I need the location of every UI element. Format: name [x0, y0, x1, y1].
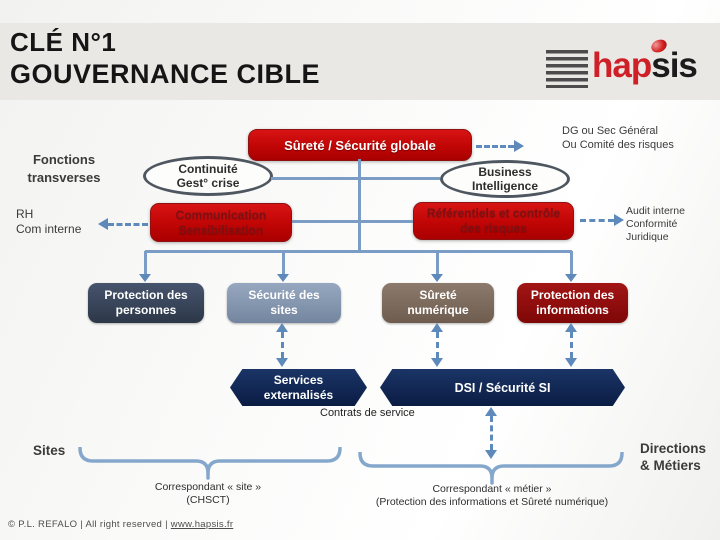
ellipse-continuite: Continuité Gest° crise: [143, 156, 273, 196]
arrow-ref-to-audit: [580, 214, 624, 226]
copyright-text: © P.L. REFALO | All right reserved |: [8, 519, 171, 530]
hex-dsi-securite-si: DSI / Sécurité SI: [380, 369, 625, 406]
hapsis-link[interactable]: www.hapsis.fr: [170, 519, 234, 530]
pillar-surete-numerique: Sûreté numérique: [382, 283, 494, 323]
hapsis-logo: hapsis: [546, 37, 706, 94]
connector-red-boxes: [292, 220, 413, 223]
arrow-numerique-dsi: [431, 323, 443, 367]
brace-directions: [358, 452, 624, 485]
audit-note: Audit interne Conformité Juridique: [626, 205, 685, 243]
logo-wordmark: hapsis: [592, 46, 698, 86]
pillar-securite-sites: Sécurité des sites: [227, 283, 341, 323]
drop-arrow-numerique: [431, 251, 443, 282]
pillar-protection-informations: Protection des informations: [517, 283, 628, 323]
arrow-dsi-directions: [485, 407, 497, 459]
ellipse-business-intelligence: Business Intelligence: [440, 160, 570, 198]
footer-copyright: © P.L. REFALO | All right reserved | www…: [8, 519, 233, 530]
connector-center-vertical: [358, 159, 361, 251]
connector-distribution: [145, 250, 572, 253]
drop-arrow-informations: [565, 251, 577, 282]
correspondant-site-note: Correspondant « site » (CHSCT): [154, 481, 262, 506]
connector-ellipses: [271, 177, 440, 180]
drop-arrow-sites: [277, 251, 289, 282]
banner-label: Sûreté / Sécurité globale: [284, 137, 436, 153]
slide-title-line1: CLÉ N°1: [10, 27, 117, 57]
arrow-informations-dsi: [565, 323, 577, 367]
directions-metiers-label: Directions & Métiers: [640, 441, 707, 473]
pillar-protection-personnes: Protection des personnes: [88, 283, 204, 323]
logo-hap: hap: [592, 46, 652, 85]
arrow-banner-to-dg: [476, 140, 524, 152]
correspondant-metier-note: Correspondant « métier » (Protection des…: [375, 483, 609, 508]
box-communication-sensibilisation: Communication Sensibilisation: [150, 203, 292, 242]
banner-surete-securite-globale: Sûreté / Sécurité globale: [248, 129, 472, 161]
brace-sites: [78, 447, 342, 480]
fonctions-transverses-label: Fonctions transverses: [27, 152, 101, 185]
slide-title-line2: GOUVERNANCE CIBLE: [10, 59, 321, 89]
contrats-note: Contrats de service: [320, 407, 415, 419]
title-band: [0, 23, 720, 100]
hex-services-externalises: Services externalisés: [230, 369, 367, 406]
sites-label: Sites: [33, 443, 66, 458]
rh-note: RH Com interne: [16, 207, 82, 236]
logo-lines-icon: [546, 50, 588, 88]
drop-arrow-personnes: [139, 251, 151, 282]
box-referentiels-controle: Référentiels et contrôle des risques: [413, 202, 574, 240]
arrow-sites-dsi: [276, 323, 288, 367]
dg-note: DG ou Sec Général Ou Comité des risques: [562, 125, 674, 151]
logo-sis: sis: [651, 46, 698, 85]
arrow-comm-to-rh: [98, 218, 148, 230]
